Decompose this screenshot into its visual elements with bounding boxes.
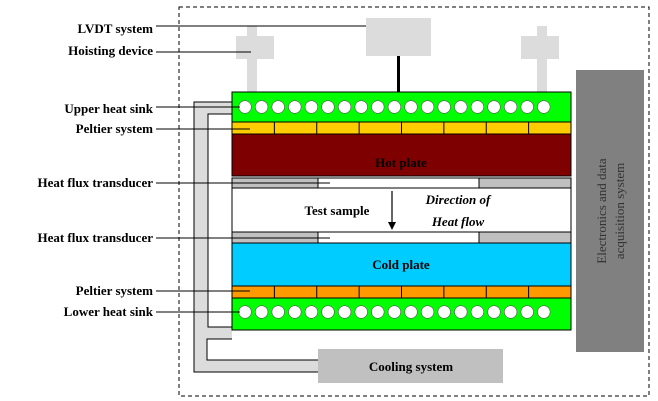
- enclosure-frame: [178, 6, 650, 397]
- upper-transducer-right: [478, 177, 572, 189]
- sink-channel: [321, 305, 335, 319]
- callout-lvdt: LVDT system: [78, 21, 366, 36]
- callout-hft-lower: Heat flux transducer: [37, 230, 232, 245]
- hoisting-device-left: [236, 26, 274, 92]
- sink-channel: [255, 100, 269, 114]
- callout-hft-upper: Heat flux transducer: [37, 175, 232, 190]
- sink-channel: [404, 305, 418, 319]
- sink-channel: [487, 305, 501, 319]
- sink-channel: [338, 305, 352, 319]
- label-hft-upper: Heat flux transducer: [37, 175, 153, 190]
- sink-channel: [354, 100, 368, 114]
- lvdt-box: [366, 18, 431, 56]
- electronics-box: [576, 70, 644, 352]
- sink-channel: [338, 100, 352, 114]
- sink-channel: [304, 305, 319, 319]
- sink-channel: [238, 100, 252, 114]
- sink-channel: [454, 100, 468, 114]
- sink-channel: [537, 305, 551, 319]
- heat-flow-arrow-head: [388, 222, 396, 230]
- callout-peltier-lower: Peltier system: [76, 283, 250, 298]
- callout-hoisting: Hoisting device: [68, 43, 251, 58]
- sink-channel: [504, 100, 518, 114]
- sink-channel: [255, 305, 269, 319]
- test-sample: [231, 187, 572, 233]
- hot-plate: [231, 133, 572, 177]
- lower-sink-channels: [238, 305, 551, 319]
- cold-plate: [231, 242, 572, 287]
- sink-channel: [271, 305, 285, 319]
- sink-channel: [387, 305, 402, 319]
- sink-channel: [288, 100, 302, 114]
- label-hoisting: Hoisting device: [68, 43, 153, 58]
- sink-channel: [404, 100, 418, 114]
- flow-direction-line2: Heat flow: [431, 214, 485, 229]
- sink-channel: [421, 305, 435, 319]
- sink-channel: [288, 305, 302, 319]
- hoisting-device-right: [521, 26, 559, 92]
- upper-peltier-modules: [273, 122, 530, 134]
- label-lvdt: LVDT system: [78, 21, 154, 36]
- sink-channel: [537, 100, 551, 114]
- upper-sink-channels: [238, 100, 551, 114]
- sink-channel: [520, 305, 534, 319]
- cold-plate-label: Cold plate: [372, 257, 430, 272]
- sink-channel: [371, 100, 385, 114]
- cooling-system-label: Cooling system: [369, 359, 453, 374]
- lower-transducer-right: [478, 231, 572, 244]
- callout-lower-sink: Lower heat sink: [64, 304, 240, 319]
- lower-peltier-modules: [273, 286, 530, 298]
- sink-channel: [271, 100, 285, 114]
- sink-channel: [371, 305, 385, 319]
- sink-channel: [437, 100, 451, 114]
- sink-channel: [504, 305, 518, 319]
- sink-channel: [487, 100, 501, 114]
- cooling-pipe: [193, 101, 318, 373]
- flow-direction-line1: Direction of: [425, 192, 492, 207]
- callout-upper-sink: Upper heat sink: [64, 101, 240, 116]
- sink-channel: [470, 305, 485, 319]
- sink-channel: [470, 100, 485, 114]
- sink-channel: [454, 305, 468, 319]
- electronics-label-line2: acquisition system: [612, 163, 627, 259]
- test-sample-label: Test sample: [305, 203, 370, 218]
- cooling-system-box: [318, 349, 503, 383]
- sink-channel: [421, 100, 435, 114]
- hot-plate-label: Hot plate: [375, 155, 427, 170]
- label-upper-sink: Upper heat sink: [64, 101, 153, 116]
- sink-channel: [304, 100, 319, 114]
- label-lower-sink: Lower heat sink: [64, 304, 154, 319]
- sink-channel: [520, 100, 534, 114]
- sink-channel: [387, 100, 402, 114]
- label-peltier-upper: Peltier system: [76, 121, 154, 136]
- callout-peltier-upper: Peltier system: [76, 121, 250, 136]
- sink-channel: [321, 100, 335, 114]
- sink-channel: [238, 305, 252, 319]
- lvdt-rod: [397, 56, 400, 92]
- sink-channel: [354, 305, 368, 319]
- label-peltier-lower: Peltier system: [76, 283, 154, 298]
- sink-channel: [437, 305, 451, 319]
- label-hft-lower: Heat flux transducer: [37, 230, 153, 245]
- electronics-label-line1: Electronics and data: [594, 158, 609, 264]
